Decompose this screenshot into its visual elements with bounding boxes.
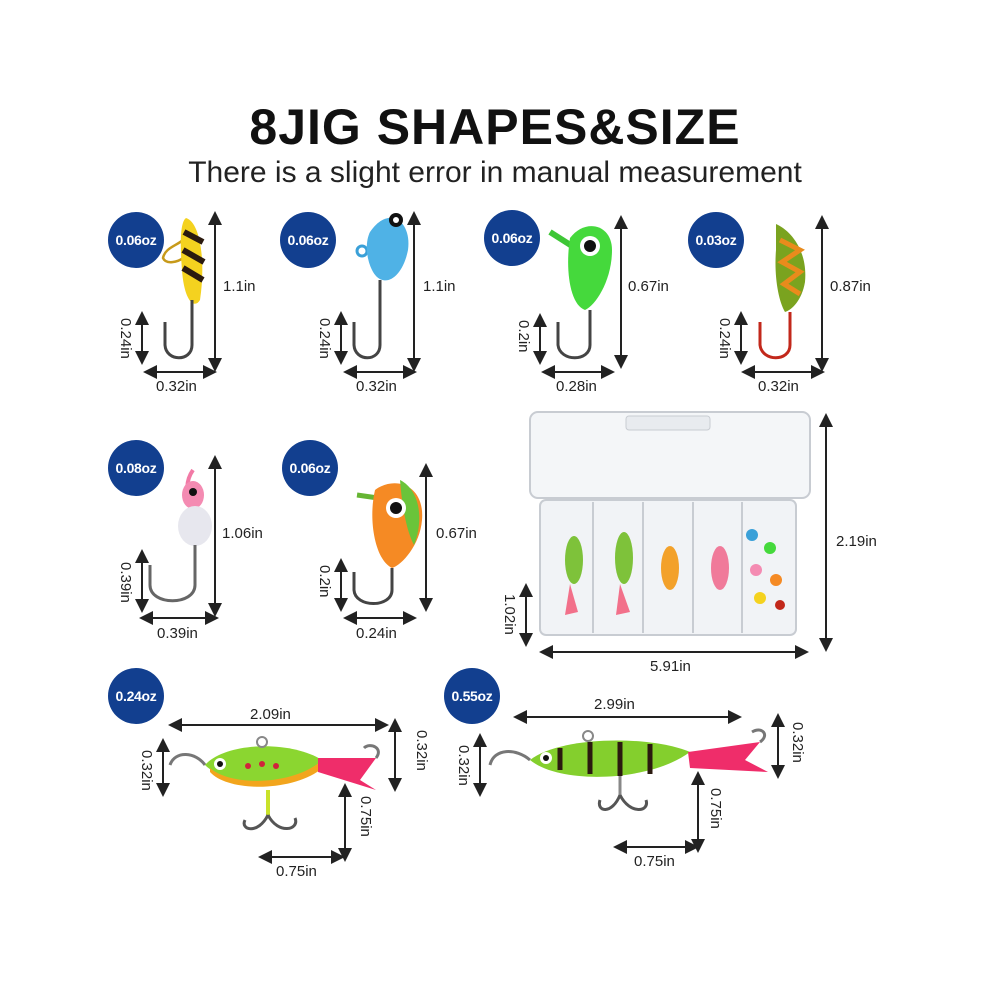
hook-gap-label: 0.24in xyxy=(716,318,733,359)
width-label: 0.24in xyxy=(356,625,397,642)
height-left-label: 0.32in xyxy=(138,750,155,791)
height-right-label: 0.32in xyxy=(789,722,806,763)
treble-width-label: 0.75in xyxy=(634,853,675,870)
height-label: 1.1in xyxy=(223,278,256,295)
orange-red-jig-icon xyxy=(758,224,806,360)
weight-badge: 0.06oz xyxy=(282,440,338,496)
weight-badge: 0.06oz xyxy=(484,210,540,266)
dimension-lines xyxy=(135,211,833,864)
weight-badge: 0.08oz xyxy=(108,440,164,496)
height-label: 1.1in xyxy=(423,278,456,295)
weight-badge: 0.06oz xyxy=(280,212,336,268)
width-label: 0.32in xyxy=(156,378,197,395)
height-label: 1.06in xyxy=(222,525,263,542)
width-label: 0.39in xyxy=(157,625,198,642)
box-depth-label: 1.02in xyxy=(501,594,518,635)
pink-white-jig-icon xyxy=(148,468,212,603)
weight-badge: 0.55oz xyxy=(444,668,500,724)
treble-height-label: 0.75in xyxy=(357,796,374,837)
width-label: 0.28in xyxy=(556,378,597,395)
length-label: 2.09in xyxy=(250,706,291,723)
height-right-label: 0.32in xyxy=(413,730,430,771)
page-subtitle: There is a slight error in manual measur… xyxy=(188,156,802,189)
hook-gap-label: 0.24in xyxy=(316,318,333,359)
box-height-label: 2.19in xyxy=(836,533,877,550)
blue-jig-icon xyxy=(352,213,409,360)
weight-badge: 0.06oz xyxy=(108,212,164,268)
green-red-ice-bait-icon xyxy=(168,736,380,831)
orange-green-eye-jig-icon xyxy=(352,480,423,605)
height-label: 0.87in xyxy=(830,278,871,295)
weight-badge: 0.24oz xyxy=(108,668,164,724)
hook-gap-label: 0.39in xyxy=(117,562,134,603)
perch-ice-bait-icon xyxy=(488,728,768,811)
hook-gap-label: 0.2in xyxy=(515,320,532,353)
hook-gap-label: 0.24in xyxy=(117,318,134,359)
hook-gap-label: 0.2in xyxy=(316,565,333,598)
green-eye-jig-icon xyxy=(548,226,612,360)
treble-height-label: 0.75in xyxy=(707,788,724,829)
height-label: 0.67in xyxy=(436,525,477,542)
yellow-striped-jig-icon xyxy=(161,218,206,360)
treble-width-label: 0.75in xyxy=(276,863,317,880)
width-label: 0.32in xyxy=(758,378,799,395)
page-title: 8JIG SHAPES&SIZE xyxy=(249,99,741,155)
height-label: 0.67in xyxy=(628,278,669,295)
length-label: 2.99in xyxy=(594,696,635,713)
tackle-box-icon xyxy=(529,411,811,636)
height-left-label: 0.32in xyxy=(455,745,472,786)
box-width-label: 5.91in xyxy=(650,658,691,675)
weight-badge: 0.03oz xyxy=(688,212,744,268)
width-label: 0.32in xyxy=(356,378,397,395)
